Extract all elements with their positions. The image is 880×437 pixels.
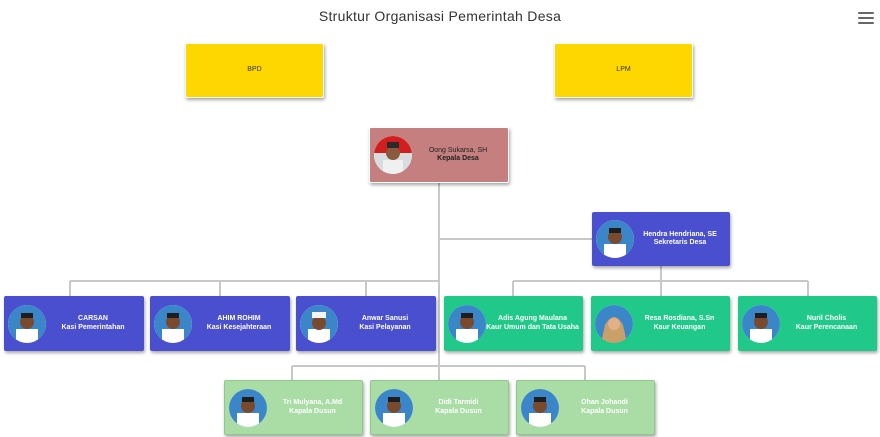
kasi-role: Kasi Kesejahteraan [206, 323, 272, 331]
lpm-label: LPM [616, 66, 631, 74]
avatar [154, 304, 192, 343]
kasi-node[interactable]: AHIM ROHIM Kasi Kesejahteraan [150, 296, 290, 351]
secretary-role: Sekretaris Desa [653, 239, 707, 246]
avatar [595, 304, 633, 343]
kasi-role: Kasi Pelayanan [359, 323, 411, 331]
head-role: Kepala Desa [437, 155, 479, 162]
kaur-role: Kaur Perencanaan [795, 323, 858, 331]
hamburger-menu-icon[interactable] [858, 12, 874, 26]
avatar [521, 388, 559, 427]
kadus-node[interactable]: Tri Mulyana, A.Md Kapala Dusun [224, 380, 363, 435]
kadus-name: Ohan Johandi [581, 399, 628, 407]
kasi-name: CARSAN [78, 315, 108, 323]
head-name: Oong Sukarsa, SH [428, 146, 488, 154]
kaur-node[interactable]: Nuril Cholis Kaur Perencanaan [738, 296, 877, 351]
bpd-box[interactable]: BPD [185, 43, 324, 98]
kasi-node[interactable]: CARSAN Kasi Pemerintahan [4, 296, 144, 351]
kaur-role: Kaur Umum dan Tata Usaha [486, 323, 579, 331]
avatar [742, 304, 780, 343]
kasi-name: Anwar Sanusi [361, 315, 409, 323]
page-title: Struktur Organisasi Pemerintah Desa [318, 8, 562, 24]
kadus-node[interactable]: Didi Tarmidi Kapala Dusun [370, 380, 509, 435]
bpd-label: BPD [247, 66, 262, 74]
avatar [300, 304, 338, 343]
kadus-node[interactable]: Ohan Johandi Kapala Dusun [516, 380, 655, 435]
avatar [374, 136, 412, 174]
avatar [375, 388, 413, 427]
kadus-role: Kapala Dusun [435, 407, 482, 415]
kasi-node[interactable]: Anwar Sanusi Kasi Pelayanan [296, 296, 436, 351]
avatar [229, 388, 267, 427]
kaur-node[interactable]: Adis Agung Maulana Kaur Umum dan Tata Us… [444, 296, 583, 351]
secretary-node[interactable]: Hendra Hendriana, SE Sekretaris Desa [592, 212, 730, 266]
kasi-name: AHIM ROHIM [217, 315, 261, 323]
kadus-name: Didi Tarmidi [438, 399, 479, 407]
kaur-name: Adis Agung Maulana [498, 315, 567, 323]
kaur-role: Kaur Keuangan [653, 323, 706, 331]
kaur-name: Nuril Cholis [806, 315, 847, 323]
kaur-name: Resa Rosdiana, S.Sn [644, 315, 715, 323]
avatar [448, 304, 486, 343]
kadus-role: Kapala Dusun [581, 407, 628, 415]
avatar [8, 304, 46, 343]
kaur-node[interactable]: Resa Rosdiana, S.Sn Kaur Keuangan [591, 296, 730, 351]
avatar [596, 220, 634, 258]
secretary-name: Hendra Hendriana, SE [643, 230, 717, 238]
kadus-name: Tri Mulyana, A.Md [282, 399, 343, 407]
kasi-role: Kasi Pemerintahan [61, 323, 125, 331]
lpm-box[interactable]: LPM [554, 43, 693, 98]
head-node[interactable]: Oong Sukarsa, SH Kepala Desa [369, 127, 509, 183]
kadus-role: Kapala Dusun [289, 407, 336, 415]
